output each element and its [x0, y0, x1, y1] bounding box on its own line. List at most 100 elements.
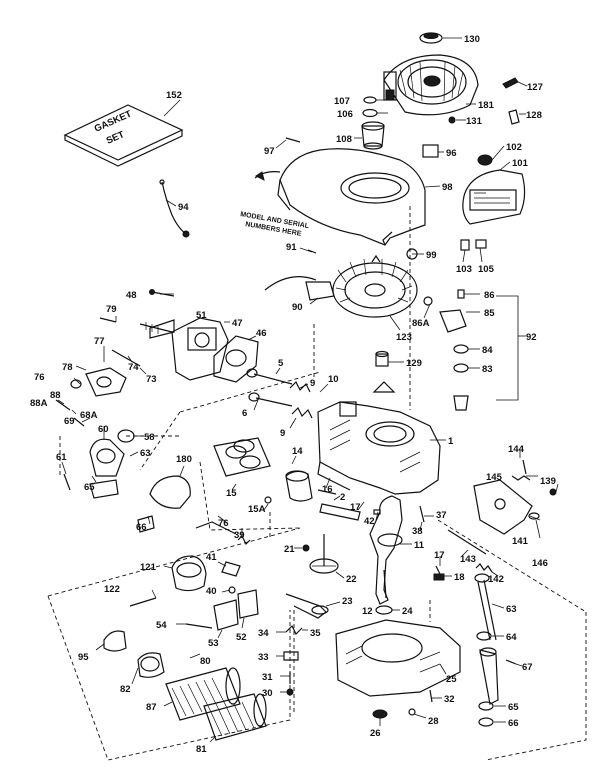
part-32-screw — [429, 689, 433, 703]
part-123-flywheel — [332, 254, 418, 318]
part-90-ignition-module — [264, 276, 335, 301]
part-129-spacer — [375, 350, 389, 367]
part-69-pin — [73, 417, 85, 427]
callout-65: 65 — [84, 482, 95, 493]
callout-88: 88 — [50, 390, 61, 401]
callout-9-upper: 9 — [310, 378, 315, 389]
part-143-link — [447, 529, 487, 555]
callout-10: 10 — [328, 374, 339, 385]
callout-139: 139 — [540, 476, 556, 487]
callout-41: 41 — [206, 552, 217, 563]
part-103-stud — [460, 239, 470, 251]
part-93-spring — [453, 363, 469, 373]
part-88-screw — [55, 399, 71, 411]
part-96-plate — [422, 144, 439, 158]
callout-61: 61 — [56, 452, 67, 463]
part-28-plug — [408, 708, 416, 716]
callout-121: 121 — [140, 562, 157, 573]
callout-146: 146 — [532, 558, 548, 569]
callout-52: 52 — [236, 632, 247, 643]
part-15a-clip — [264, 496, 272, 504]
part-2-connecting-rod — [319, 503, 361, 521]
callout-28: 28 — [428, 716, 439, 727]
callout-22: 22 — [346, 574, 357, 585]
callout-123: 123 — [396, 332, 412, 343]
part-85-body — [89, 479, 119, 499]
callout-78: 78 — [62, 362, 73, 373]
callout-5: 5 — [278, 358, 284, 369]
callout-87: 87 — [146, 702, 157, 713]
callout-63-right: 63 — [506, 604, 517, 615]
callout-54: 54 — [156, 620, 167, 631]
callout-26: 26 — [370, 728, 381, 739]
callout-76: 76 — [34, 372, 45, 383]
gasket-set-line2: SET — [105, 129, 127, 147]
callout-16: 16 — [322, 484, 333, 495]
part-82-filter-element — [137, 652, 165, 678]
callout-95: 95 — [78, 652, 89, 663]
callout-68A: 68A — [80, 410, 98, 421]
part-12-seal — [375, 605, 393, 615]
callout-58: 58 — [144, 432, 155, 443]
callout-2: 2 — [340, 492, 345, 503]
callout-129: 129 — [406, 358, 422, 369]
dashed-assembly-lines — [47, 206, 587, 761]
callout-98: 98 — [442, 182, 453, 193]
part-61-screw — [63, 473, 71, 491]
callout-30: 30 — [262, 688, 273, 699]
part-81-filter — [203, 693, 267, 741]
callout-18: 18 — [454, 572, 465, 583]
callout-23: 23 — [342, 596, 353, 607]
callout-25: 25 — [446, 674, 457, 685]
callout-82: 82 — [120, 684, 131, 695]
callout-92: 92 — [526, 332, 537, 343]
callout-35: 35 — [310, 628, 321, 639]
callout-103: 103 — [456, 264, 472, 275]
part-15-piston-rings — [213, 437, 271, 477]
callout-76-lower: 76 — [218, 518, 229, 529]
part-128-clip — [508, 109, 520, 125]
part-142-spring — [475, 563, 493, 573]
callout-47: 47 — [232, 318, 243, 329]
part-18-screw — [433, 573, 445, 581]
callout-180: 180 — [176, 454, 192, 465]
part-181-rewind-starter — [383, 54, 479, 116]
callout-73: 73 — [146, 374, 157, 385]
part-21-screw — [302, 544, 310, 552]
callout-141: 141 — [512, 536, 529, 547]
callout-122: 122 — [104, 584, 120, 595]
callout-51: 51 — [196, 310, 207, 321]
part-38-stud — [419, 505, 425, 523]
callout-99: 99 — [426, 250, 437, 261]
callout-32: 32 — [444, 694, 455, 705]
callout-101: 101 — [512, 158, 529, 169]
part-76-link — [195, 521, 237, 535]
part-11-crankshaft — [369, 495, 403, 605]
callout-65-right: 65 — [508, 702, 519, 713]
callout-53: 53 — [208, 638, 219, 649]
callout-106: 106 — [337, 109, 353, 120]
callout-17-upper: 17 — [350, 502, 361, 513]
callout-37: 37 — [436, 510, 447, 521]
part-63-dipstick-tube — [474, 573, 497, 641]
part-1-cylinder-block — [317, 401, 441, 495]
part-101-muffler — [462, 169, 526, 225]
part-122-screw — [129, 597, 157, 607]
part-16-pin — [317, 489, 337, 495]
callout-38: 38 — [412, 526, 423, 537]
callout-11: 11 — [414, 540, 425, 551]
callout-80: 80 — [200, 656, 211, 667]
callout-74: 74 — [128, 362, 139, 373]
leader-lines — [57, 37, 559, 743]
callout-105: 105 — [478, 264, 495, 275]
callout-39: 39 — [234, 530, 245, 541]
part-87-foam — [165, 667, 241, 721]
callout-107: 107 — [334, 96, 350, 107]
callout-17-lower: 17 — [434, 550, 445, 561]
callout-31: 31 — [262, 672, 273, 683]
callout-77: 77 — [94, 336, 105, 347]
part-52-plate — [237, 589, 259, 619]
callout-34: 34 — [258, 628, 269, 639]
part-144-screw — [522, 459, 527, 475]
callout-labels: 130 127 107 181 128 106 131 152 108 97 9… — [30, 34, 556, 755]
